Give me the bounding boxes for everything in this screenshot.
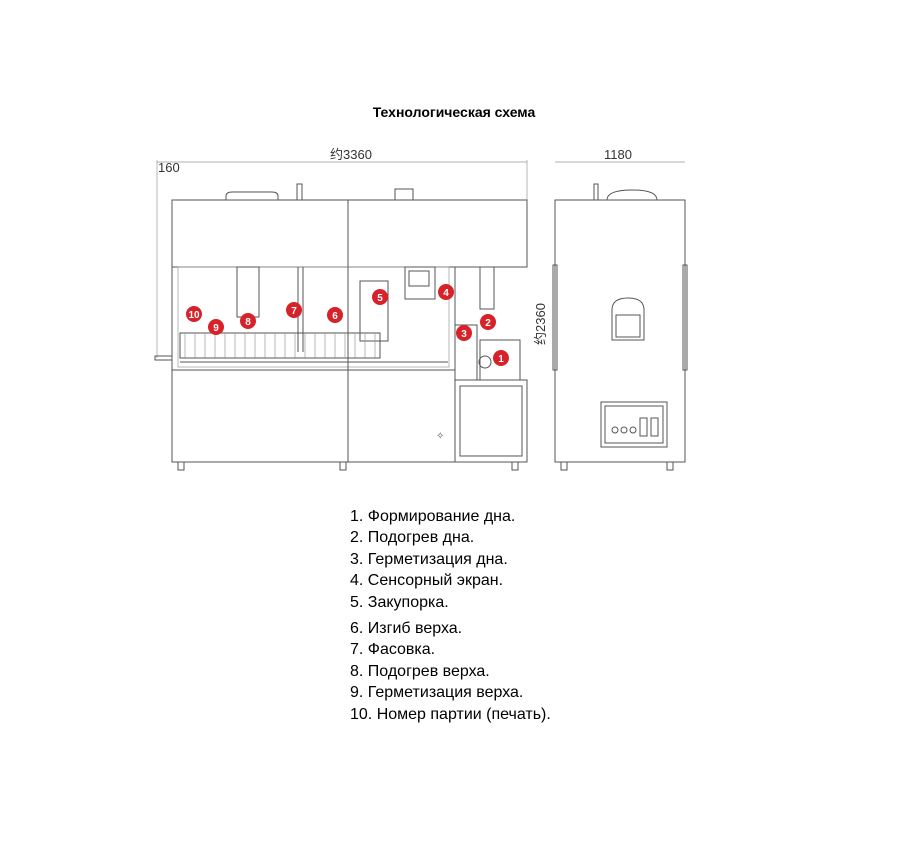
svg-text:4: 4 bbox=[443, 288, 449, 299]
badge-5: 5 bbox=[372, 289, 388, 305]
svg-text:8: 8 bbox=[245, 317, 251, 328]
badge-1: 1 bbox=[493, 350, 509, 366]
svg-text:10: 10 bbox=[188, 310, 200, 321]
badge-8: 8 bbox=[240, 313, 256, 329]
legend-item: 6. Изгиб верха. bbox=[350, 620, 463, 638]
svg-text:5: 5 bbox=[377, 293, 383, 304]
badge-7: 7 bbox=[286, 302, 302, 318]
side-width-label: 1180 bbox=[604, 147, 632, 162]
legend-item: 7. Фасовка. bbox=[350, 641, 436, 659]
svg-text:1: 1 bbox=[498, 354, 504, 365]
svg-text:9: 9 bbox=[213, 323, 219, 334]
legend-item: 8. Подогрев верха. bbox=[350, 662, 490, 680]
legend-item: 1. Формирование дна. bbox=[350, 508, 516, 525]
callout-badges: 1 2 3 4 5 6 7 8 9 10 bbox=[186, 284, 509, 366]
height-label: 约2360 bbox=[533, 303, 548, 345]
legend-item: 4. Сенсорный экран. bbox=[350, 572, 504, 590]
legend-item: 5. Закупорка. bbox=[350, 593, 449, 611]
badge-10: 10 bbox=[186, 306, 202, 322]
front-dimension: 约3360 160 bbox=[156, 147, 528, 358]
badge-3: 3 bbox=[456, 325, 472, 341]
badge-4: 4 bbox=[438, 284, 454, 300]
diagram-title: Технологическая схема bbox=[372, 104, 536, 120]
legend-list: 1. Формирование дна. 2. Подогрев дна. 3.… bbox=[350, 506, 551, 725]
svg-text:3: 3 bbox=[461, 329, 467, 340]
front-view: ✧ bbox=[154, 183, 528, 471]
legend-item: 10. Номер партии (печать). bbox=[350, 705, 551, 723]
legend-item: 9. Герметизация верха. bbox=[350, 684, 524, 702]
badge-9: 9 bbox=[208, 319, 224, 335]
front-offset-label: 160 bbox=[158, 160, 180, 175]
svg-text:6: 6 bbox=[332, 311, 338, 322]
side-view: 1180 约2360 bbox=[533, 147, 688, 471]
legend-item: 2. Подогрев дна. bbox=[350, 529, 475, 547]
badge-6: 6 bbox=[327, 307, 343, 323]
svg-text:2: 2 bbox=[485, 318, 491, 329]
legend-item: 3. Герметизация дна. bbox=[350, 550, 508, 568]
badge-2: 2 bbox=[480, 314, 496, 330]
front-width-label: 约3360 bbox=[330, 147, 372, 162]
svg-text:7: 7 bbox=[291, 306, 297, 317]
star-mark-icon: ✧ bbox=[436, 431, 444, 442]
